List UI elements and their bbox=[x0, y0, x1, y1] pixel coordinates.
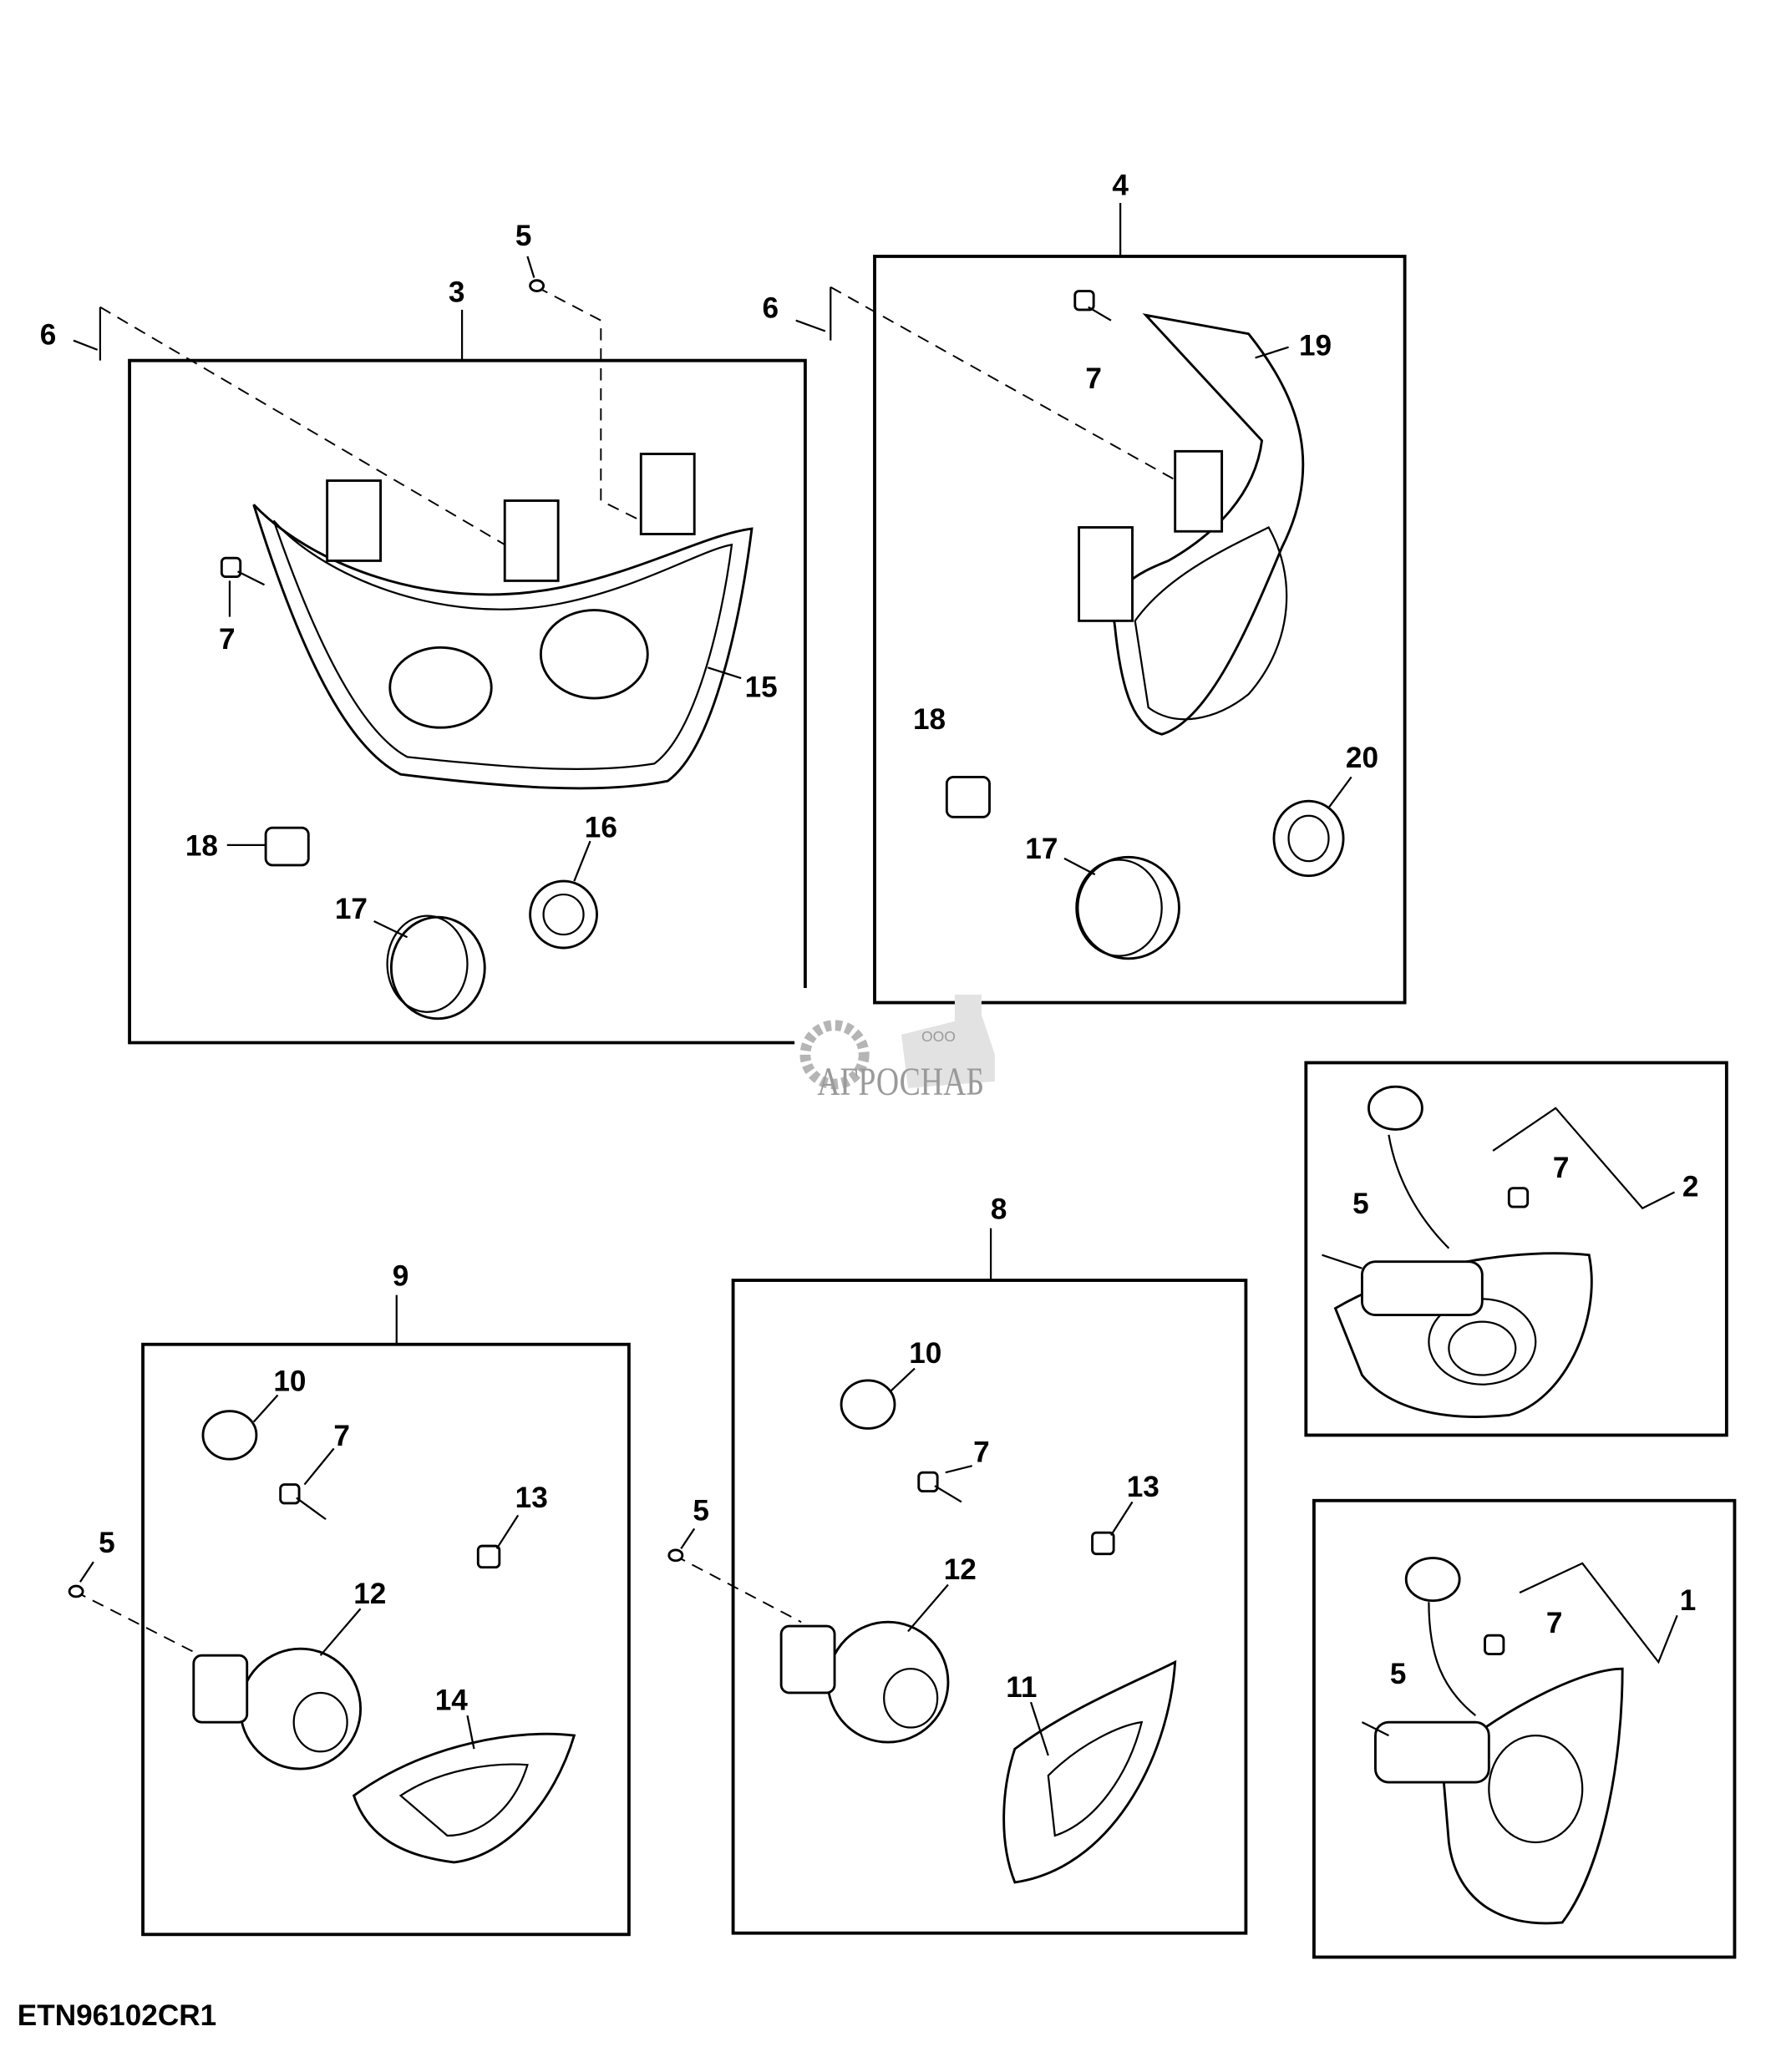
watermark-prefix: ООО bbox=[921, 1028, 956, 1045]
callout-18: 18 bbox=[913, 703, 946, 736]
bulb-7b bbox=[1073, 290, 1112, 322]
socket-16 bbox=[529, 840, 598, 950]
cap-17a bbox=[373, 914, 486, 1021]
screw-6a bbox=[73, 306, 102, 361]
callout-5: 5 bbox=[1390, 1658, 1407, 1690]
callout-13: 13 bbox=[1127, 1471, 1159, 1503]
callout-3: 3 bbox=[449, 276, 465, 308]
callout-19: 19 bbox=[1299, 329, 1332, 362]
callout-20: 20 bbox=[1346, 742, 1378, 774]
callout-14: 14 bbox=[435, 1684, 469, 1717]
callout-labels: 3567151816174671918172025715791071351214… bbox=[40, 169, 1699, 1716]
callout-13: 13 bbox=[515, 1482, 548, 1514]
screw-5a bbox=[526, 256, 545, 292]
callout-12: 12 bbox=[944, 1553, 977, 1586]
assembly-box-3 bbox=[128, 309, 807, 1045]
bulb-7a bbox=[220, 556, 266, 617]
fog-lamp-assembly-1 bbox=[1361, 1557, 1624, 1925]
watermark-name: АГРОСНАБ bbox=[817, 1060, 984, 1104]
callout-7: 7 bbox=[1085, 362, 1102, 395]
callout-12: 12 bbox=[353, 1578, 386, 1610]
plug-18a bbox=[226, 826, 310, 867]
fog-lamp-assembly-2 bbox=[1322, 1085, 1593, 1418]
headlight-housing-15 bbox=[252, 453, 754, 790]
callout-5: 5 bbox=[99, 1527, 115, 1559]
plug-18b bbox=[945, 775, 991, 818]
callout-7: 7 bbox=[1553, 1152, 1570, 1184]
callout-17: 17 bbox=[335, 893, 368, 925]
assembly-box-8 bbox=[731, 1228, 1248, 1935]
callout-7: 7 bbox=[1546, 1607, 1563, 1639]
cap-17b bbox=[1063, 855, 1180, 960]
callout-10: 10 bbox=[273, 1365, 306, 1398]
callout-2: 2 bbox=[1682, 1170, 1699, 1203]
assembly-box-1 bbox=[1312, 1498, 1737, 1959]
figure-id: ETN96102CR1 bbox=[18, 1999, 216, 2032]
callout-11: 11 bbox=[1006, 1671, 1037, 1704]
callout-8: 8 bbox=[991, 1193, 1007, 1225]
callout-5: 5 bbox=[1352, 1188, 1369, 1220]
fog-lamp-8-parts bbox=[667, 1367, 1177, 1884]
watermark-logo: ООО АГРОСНАБ bbox=[799, 994, 995, 1104]
callout-16: 16 bbox=[585, 811, 617, 843]
callout-7: 7 bbox=[973, 1436, 990, 1468]
screw-6b bbox=[795, 286, 832, 341]
callout-7: 7 bbox=[219, 623, 236, 656]
headlight-housing-19 bbox=[1078, 313, 1305, 736]
callout-6: 6 bbox=[40, 318, 57, 351]
socket-20 bbox=[1272, 776, 1352, 878]
callout-1: 1 bbox=[1680, 1584, 1697, 1617]
assembly-box-2 bbox=[1304, 1061, 1728, 1437]
callout-10: 10 bbox=[909, 1337, 941, 1370]
assembly-box-4 bbox=[873, 203, 1407, 1005]
callout-9: 9 bbox=[393, 1259, 409, 1292]
callout-5: 5 bbox=[693, 1495, 709, 1527]
callout-6: 6 bbox=[763, 292, 779, 325]
callout-17: 17 bbox=[1025, 833, 1058, 865]
callout-5: 5 bbox=[515, 220, 532, 252]
fog-lamp-9-parts bbox=[68, 1394, 576, 1864]
callout-7: 7 bbox=[333, 1420, 350, 1452]
callout-18: 18 bbox=[185, 830, 218, 863]
callout-4: 4 bbox=[1112, 169, 1129, 201]
callout-15: 15 bbox=[745, 671, 778, 703]
assembly-box-9 bbox=[141, 1294, 631, 1937]
